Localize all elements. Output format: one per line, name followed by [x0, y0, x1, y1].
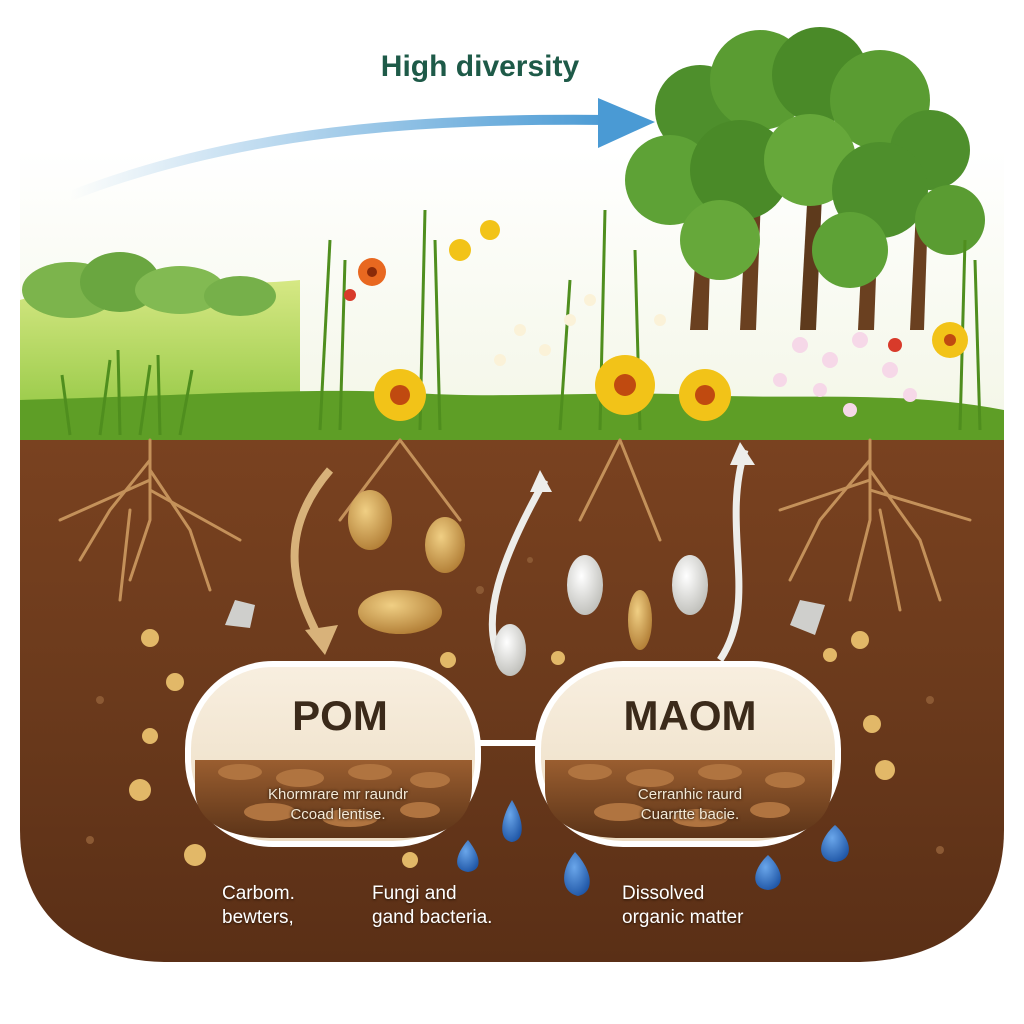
maom-label: MAOM [623, 692, 757, 739]
water-drop-icon [457, 800, 849, 896]
carbon-label: Carbom. bewters, [222, 882, 332, 930]
diagram-title: High diversity [380, 50, 580, 83]
maom-flow [225, 442, 825, 676]
carbon-label-line1: Carbom. [222, 883, 295, 904]
maom-sublabel-line1: Cerranhic raurd [637, 786, 743, 803]
pom-sublabel-line2: Ccoad lentise. [290, 806, 386, 823]
pom-flow [290, 467, 465, 655]
dom-label-line2: organic matter [622, 907, 744, 928]
pom-label: POM [292, 692, 388, 739]
fungi-bacteria-label: Fungi and gand bacteria. [372, 882, 542, 930]
capsule-connector [478, 740, 540, 746]
maom-capsule [535, 661, 841, 847]
dissolved-organic-matter-label: Dissolved organic matter [622, 882, 822, 930]
flower-icon [344, 220, 968, 421]
fungi-label-line1: Fungi and [372, 883, 457, 904]
pom-sublabel-line1: Khormrare mr raundr [267, 786, 409, 803]
fungi-label-line2: gand bacteria. [372, 907, 493, 928]
maom-sublabel: Cerranhic raurd Cuarrtte bacie. [560, 785, 820, 825]
pom-sublabel: Khormrare mr raundr Ccoad lentise. [208, 785, 468, 825]
grass-layer [20, 390, 1004, 440]
dom-label-line1: Dissolved [622, 883, 705, 904]
soil-particles [86, 557, 944, 868]
diversity-arrow-icon [65, 98, 655, 201]
carbon-label-line2: bewters, [222, 907, 294, 928]
maom-sublabel-line2: Cuarrtte bacie. [640, 806, 740, 823]
tree-icon [625, 27, 985, 330]
pom-capsule [185, 661, 481, 847]
root-icon [58, 438, 972, 612]
